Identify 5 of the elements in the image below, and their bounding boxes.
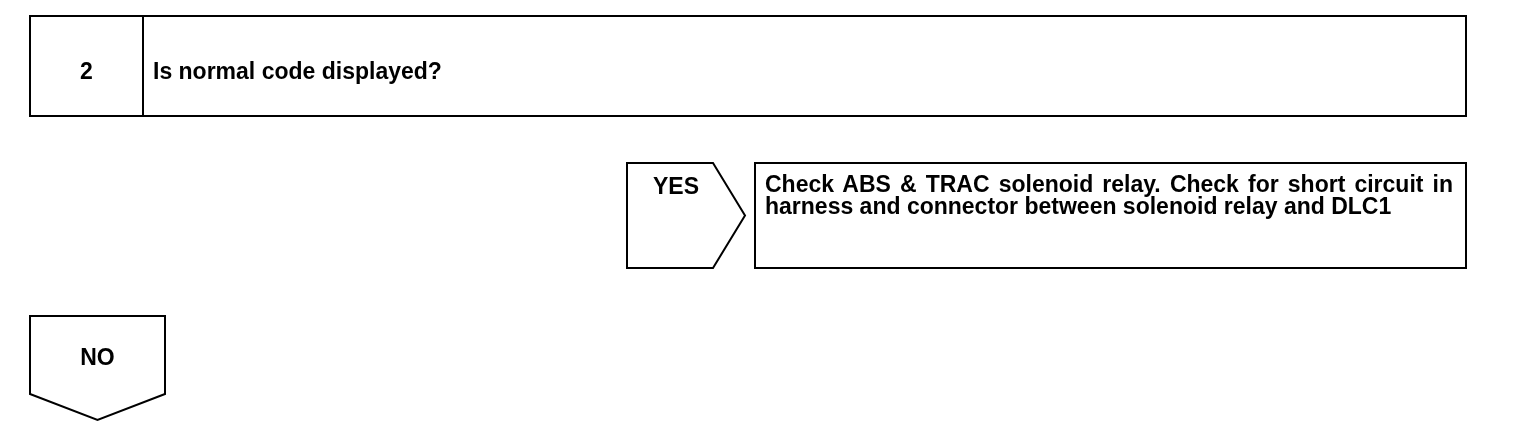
step-question: Is normal code displayed? [153,60,442,82]
step-number: 2 [79,60,94,82]
yes-label: YES [653,175,700,197]
action-text: Check ABS & TRAC solenoid relay. Check for short circuit in harness and connector between solenoid relay and DLC1 [765,173,1453,217]
no-label: NO [79,346,116,368]
